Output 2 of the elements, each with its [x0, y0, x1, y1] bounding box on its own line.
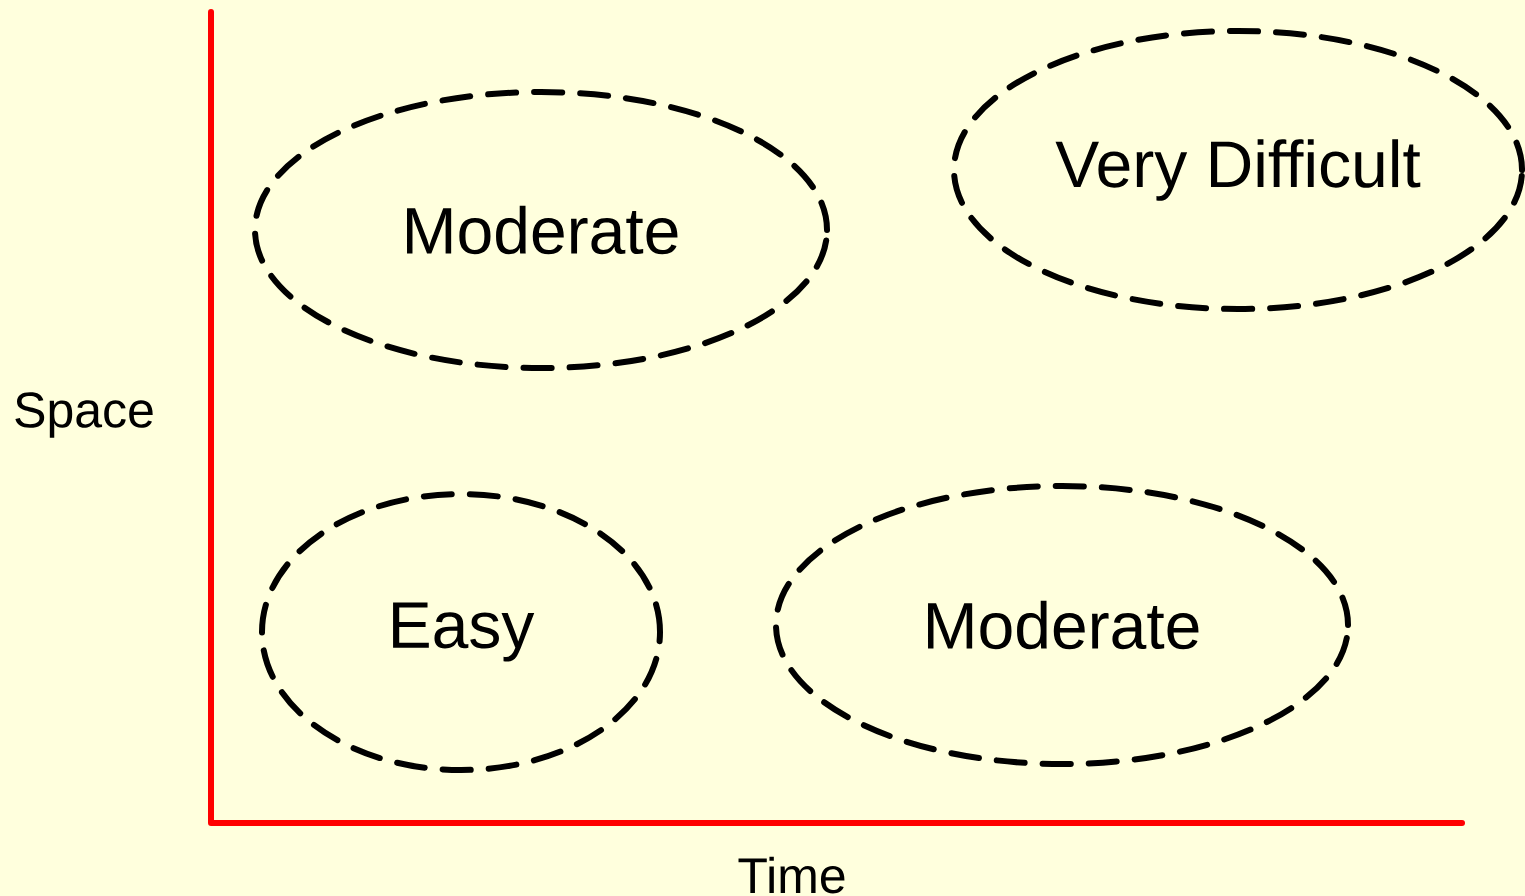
axis-label: Time — [738, 856, 845, 894]
axis-label: Space — [15, 392, 153, 438]
